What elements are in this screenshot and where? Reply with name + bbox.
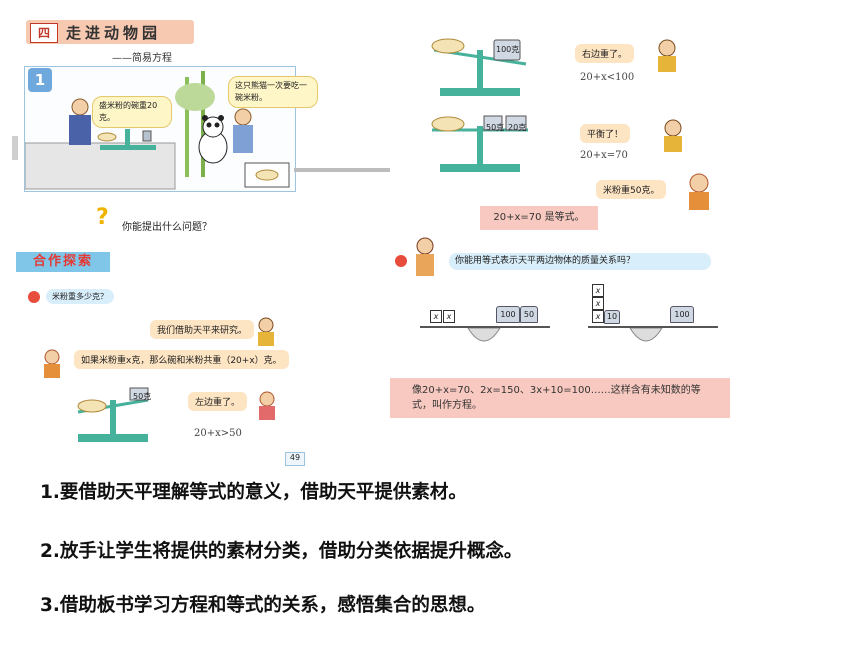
weight-20g-label: 20克 <box>508 123 527 132</box>
example-question: 你能提出什么问题？ <box>122 222 212 233</box>
right-speech-2: 平衡了！ <box>580 124 631 143</box>
girl-avatar <box>40 348 64 382</box>
divider <box>12 136 18 160</box>
beam-right <box>588 326 718 328</box>
x-box: x <box>430 310 442 323</box>
right-speech-1: 右边重了。 <box>575 44 635 63</box>
note-2: 2.放手让学生将提供的素材分类，借助分类依据提升概念。 <box>40 541 523 562</box>
coop-speech-3: 左边重了。 <box>188 392 248 411</box>
balance-right-heavy <box>420 30 540 104</box>
svg-text:?: ? <box>96 205 109 228</box>
weight-50-label: 50克 <box>133 392 152 401</box>
girl2-avatar <box>255 390 279 424</box>
coop-speech-1: 我们借助天平来研究。 <box>150 320 255 339</box>
x-box: x <box>443 310 455 323</box>
question-mark-icon: ? <box>92 204 114 230</box>
weight-10: 10 <box>604 310 620 324</box>
teacher-avatar <box>410 236 440 280</box>
boy-avatar <box>254 316 278 350</box>
speech-bubble-person: 盛米粉的碗重20克。 <box>92 96 172 128</box>
weight-100-label: 100克 <box>496 45 520 54</box>
zoo-illustration <box>24 71 290 190</box>
note-3: 3.借助板书学习方程和等式的关系，感悟集合的思想。 <box>40 595 486 616</box>
unit-number: 四 <box>30 23 58 43</box>
coop-explore-label: 合作探索 <box>16 252 110 272</box>
right-question: 你能用等式表示天平两边物体的质量关系吗？ <box>449 253 711 270</box>
weight-100: 100 <box>670 306 694 323</box>
fulcrum-left <box>466 327 502 356</box>
right-speech-3: 米粉重50克。 <box>596 180 667 199</box>
weight-50g-label: 50克 <box>486 123 505 132</box>
coop-formula: 20+x>50 <box>194 428 242 439</box>
beam-left <box>420 326 550 328</box>
x-box: x <box>592 284 604 297</box>
definition-box: 像20+x=70、2x=150、3x+10=100……这样含有未知数的等式，叫作… <box>390 378 730 418</box>
equation-box: 20+x=70 是等式。 <box>480 206 598 230</box>
weight-100: 100 <box>496 306 520 323</box>
weight-50: 50 <box>520 306 538 323</box>
boy2-avatar <box>660 118 686 156</box>
coop-question: 米粉重多少克？ <box>46 289 114 304</box>
question-ball-icon <box>28 291 40 303</box>
unit-title: 走进动物园 <box>66 24 162 42</box>
example-number: 1 <box>28 68 52 92</box>
x-box: x <box>592 310 604 323</box>
right-formula-2: 20+x=70 <box>580 150 628 161</box>
unit-subtitle: ——简易方程 <box>112 53 172 64</box>
right-formula-1: 20+x<100 <box>580 72 635 83</box>
x-box: x <box>592 297 604 310</box>
coop-speech-2: 如果米粉重x克，那么碗和米粉共重（20+x）克。 <box>74 350 289 369</box>
speech-bubble-keeper: 这只熊猫一次要吃一碗米粉。 <box>228 76 318 108</box>
balance-left-heavy <box>68 378 158 450</box>
fulcrum-right <box>628 327 664 356</box>
note-1: 1.要借助天平理解等式的意义，借助天平提供素材。 <box>40 482 467 503</box>
question-ball-icon <box>395 255 407 267</box>
balance-level <box>420 104 540 180</box>
divider <box>294 168 390 172</box>
girl-avatar <box>684 172 714 214</box>
page-number: 49 <box>285 452 305 466</box>
boy-avatar <box>654 38 680 76</box>
